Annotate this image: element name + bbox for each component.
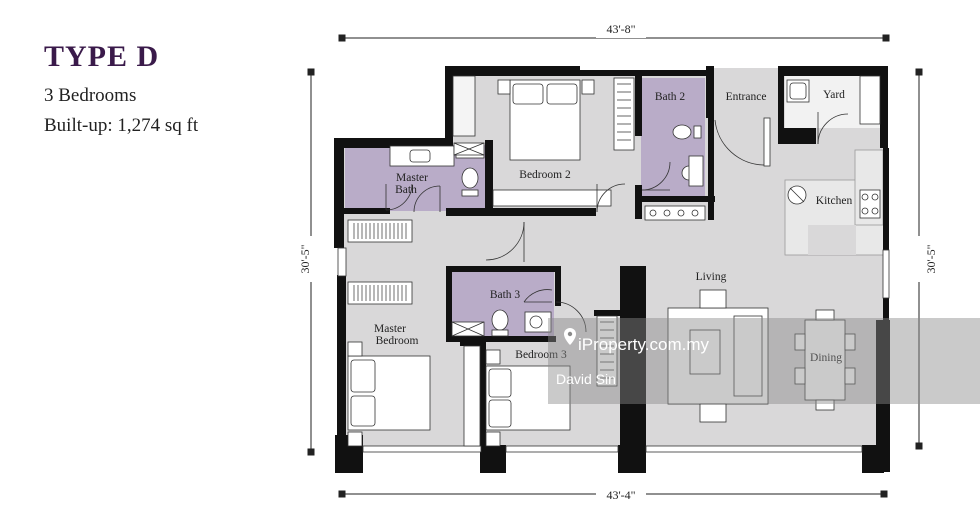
dimension-left: 30'-5" [298,244,312,273]
label-bath2: Bath 2 [655,91,686,103]
label-bath3: Bath 3 [490,289,521,301]
dimension-right: 30'-5" [924,244,938,273]
windows [337,75,890,453]
kitchen-sink-icon [787,185,807,205]
plan-type-title: TYPE D [44,40,160,73]
living-furniture [667,289,769,423]
builtup-area: Built-up: 1,274 sq ft [44,115,199,136]
label-bedroom3: Bedroom 3 [515,349,567,361]
bath-fixtures [389,124,706,337]
label-master-bath-line2: Bath [395,184,417,196]
bedside-tables [347,79,595,447]
watermark: iProperty.com.my David Sin [548,318,980,404]
wardrobes [347,77,635,387]
bedroom-count: 3 Bedrooms [44,85,137,106]
label-master-bath-line1: Master [396,172,428,184]
label-living: Living [696,271,727,283]
bedroom2-desk [492,189,612,207]
master-desk [463,345,481,447]
label-entrance: Entrance [726,91,767,103]
yard-appliance-icon [786,75,881,125]
wardrobe-hatching [353,83,631,379]
room-labels: Bedroom 2 Bath 2 Entrance Yard Master Ba… [374,89,852,364]
label-master-bedroom-line2: Bedroom [376,335,419,347]
label-yard: Yard [823,89,845,101]
label-dining: Dining [810,352,842,364]
door-swings [385,112,849,333]
stove-icon [859,189,881,219]
watermark-agent: David Sin [556,371,616,387]
dining-furniture [794,309,856,411]
label-master-bedroom-line1: Master [374,323,406,335]
location-pin-icon [564,328,576,345]
door-panels [763,117,771,167]
beds [347,79,581,431]
dimension-bottom: 43'-4" [606,488,635,502]
label-kitchen: Kitchen [816,195,853,207]
watermark-brand: iProperty.com.my [578,335,709,354]
dimension-top: 43'-8" [606,22,635,36]
label-bedroom2: Bedroom 2 [519,169,571,181]
